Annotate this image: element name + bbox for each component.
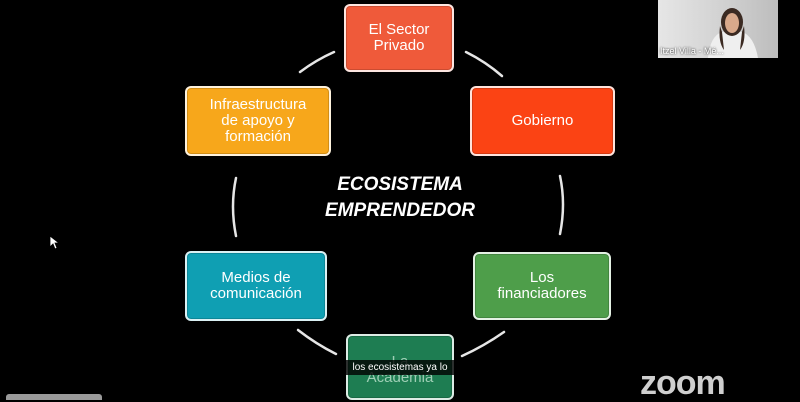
participant-avatar [708, 8, 758, 58]
node-gobierno: Gobierno [470, 86, 615, 156]
toolbar-tab[interactable] [6, 394, 102, 400]
connector-financiadores-to-academia [460, 330, 506, 358]
live-caption: los ecosistemas ya lo [345, 360, 455, 375]
participant-video-tile[interactable]: Itzel Villa - Mé... [658, 0, 778, 58]
node-label: Medios de comunicación [210, 269, 302, 302]
connector-medios-to-academia [296, 328, 338, 356]
connector-infra-to-privado [298, 50, 336, 74]
node-label: El Sector Privado [368, 21, 430, 54]
node-label: Infraestructura de apoyo y formación [209, 96, 307, 145]
connector-privado-to-gobierno [464, 50, 504, 78]
zoom-logo: zoom [640, 364, 726, 402]
participant-name: Itzel Villa - Mé... [660, 46, 724, 56]
node-sector-privado: El Sector Privado [344, 4, 454, 72]
node-label: Gobierno [511, 112, 574, 129]
mouse-cursor-icon [50, 236, 60, 250]
connector-infra-to-medios [231, 176, 238, 238]
node-medios: Medios de comunicación [185, 251, 327, 321]
node-financiadores: Los financiadores [473, 252, 611, 320]
node-infraestructura: Infraestructura de apoyo y formación [185, 86, 331, 156]
connector-gobierno-to-financiadores [558, 174, 565, 236]
diagram-title-line1: ECOSISTEMA [337, 174, 463, 195]
diagram-title-line2: EMPRENDEDOR [325, 200, 475, 221]
node-label: Los financiadores [497, 269, 587, 302]
diagram-title: ECOSISTEMA EMPRENDEDOR [300, 172, 500, 224]
